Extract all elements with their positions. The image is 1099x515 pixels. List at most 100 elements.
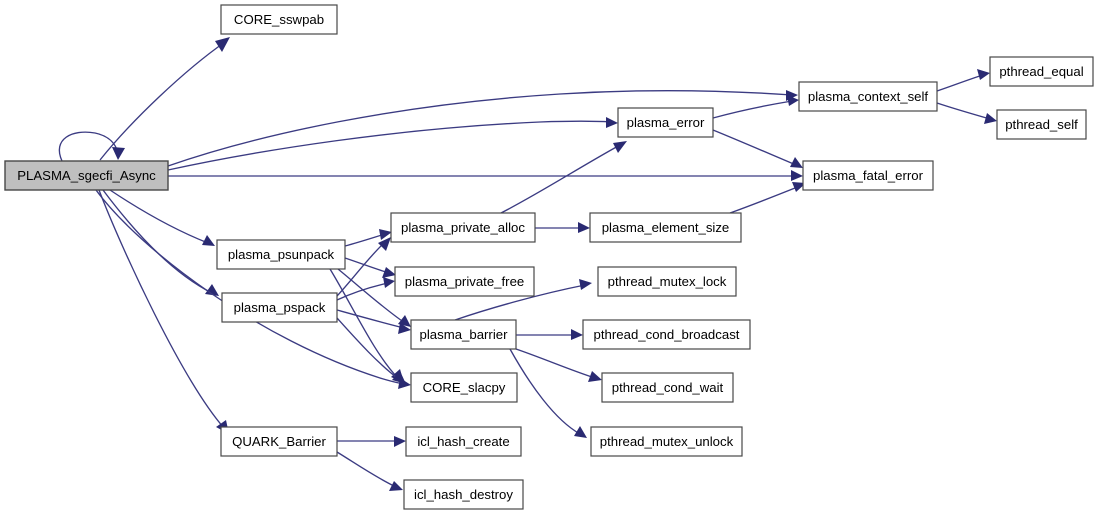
node-box[interactable] [4,160,169,191]
node-box[interactable] [403,479,524,510]
edges-layer [58,37,997,491]
call-edge-plasma_psunpack-to-plasma_private_alloc [344,229,392,247]
edge-line [336,309,405,329]
edge-line [336,282,389,301]
node-pthread_cond_wait[interactable]: pthread_cond_wait [601,372,734,403]
node-box[interactable] [590,426,743,457]
node-label: plasma_error [627,115,705,130]
call-edge-plasma_private_alloc-to-plasma_element_size [535,222,590,233]
node-icl_hash_create[interactable]: icl_hash_create [405,426,522,457]
node-plasma_pspack[interactable]: plasma_pspack [221,292,338,323]
node-plasma_psunpack[interactable]: plasma_psunpack [216,239,346,270]
node-plasma_sgecfi_async[interactable]: PLASMA_sgecfi_Async [4,160,169,191]
edge-line [99,41,226,161]
node-box[interactable] [405,426,522,457]
node-pthread_mutex_unlock[interactable]: pthread_mutex_unlock [590,426,743,457]
node-box[interactable] [390,212,536,243]
edge-line [515,348,596,379]
node-label: pthread_mutex_unlock [600,434,734,449]
arrowhead-icon [205,284,219,296]
node-plasma_private_alloc[interactable]: plasma_private_alloc [390,212,536,243]
edge-line [336,317,401,381]
arrowhead-icon [394,436,406,447]
edge-line [336,241,386,297]
node-box[interactable] [601,372,734,403]
arrowhead-icon [379,229,392,240]
node-box[interactable] [589,212,742,243]
node-label: CORE_sswpab [234,12,324,27]
call-edge-plasma_sgecfi_async-to-plasma_sgecfi_async [58,131,125,162]
edge-line [336,451,397,488]
node-pthread_cond_broadcast[interactable]: pthread_cond_broadcast [582,319,751,350]
call-edge-plasma_barrier-to-pthread_mutex_lock [454,279,592,321]
node-box[interactable] [802,160,934,191]
call-edge-plasma_sgecfi_async-to-plasma_psunpack [109,189,215,246]
arrowhead-icon [579,279,592,290]
call-edge-plasma_private_alloc-to-plasma_error [500,141,627,214]
arrowhead-icon [382,267,396,278]
edge-line [102,189,213,294]
node-core_slacpy[interactable]: CORE_slacpy [410,372,518,403]
node-box[interactable] [410,372,518,403]
edge-line [167,90,793,167]
node-box[interactable] [996,109,1087,140]
node-label: plasma_private_alloc [401,220,525,235]
node-box[interactable] [394,266,535,297]
node-pthread_self[interactable]: pthread_self [996,109,1087,140]
node-core_sswpab[interactable]: CORE_sswpab [220,4,338,35]
edge-line [500,144,621,214]
node-box[interactable] [798,81,938,112]
node-plasma_context_self[interactable]: plasma_context_self [798,81,938,112]
node-icl_hash_destroy[interactable]: icl_hash_destroy [403,479,524,510]
arrowhead-icon [398,323,411,334]
node-pthread_mutex_lock[interactable]: pthread_mutex_lock [597,266,737,297]
node-plasma_fatal_error[interactable]: plasma_fatal_error [802,160,934,191]
edge-line [95,189,405,385]
call-edge-plasma_element_size-to-plasma_fatal_error [729,182,806,214]
node-plasma_error[interactable]: plasma_error [617,107,714,138]
node-plasma_barrier[interactable]: plasma_barrier [410,319,517,350]
edge-line [454,284,586,321]
node-box[interactable] [989,56,1094,87]
call-edge-plasma_sgecfi_async-to-plasma_fatal_error [168,170,803,181]
node-label: plasma_element_size [602,220,730,235]
node-label: pthread_self [1005,117,1078,132]
arrowhead-icon [392,371,406,384]
edge-line [712,100,793,119]
arrowhead-icon [588,371,602,382]
edge-line [167,120,612,171]
node-box[interactable] [597,266,737,297]
node-box[interactable] [582,319,751,350]
call-edge-plasma_barrier-to-pthread_cond_wait [515,348,602,382]
node-quark_barrier[interactable]: QUARK_Barrier [220,426,338,457]
node-box[interactable] [410,319,517,350]
edge-line [109,189,209,244]
arrowhead-icon [389,481,403,491]
arrowhead-icon [215,37,230,52]
node-box[interactable] [216,239,346,270]
node-label: icl_hash_create [417,434,509,449]
arrowhead-icon [112,147,125,160]
arrowhead-icon [574,426,587,438]
arrowhead-icon [787,95,799,106]
call-edge-plasma_error-to-plasma_fatal_error [712,129,803,168]
node-label: pthread_cond_broadcast [594,327,740,342]
call-edge-plasma_sgecfi_async-to-quark_barrier [98,189,229,434]
arrowhead-icon [383,277,395,288]
arrowhead-icon [791,170,803,181]
call-edge-plasma_pspack-to-plasma_private_free [336,277,395,301]
node-box[interactable] [617,107,714,138]
arrowhead-icon [977,69,990,80]
edge-line [936,74,984,92]
node-plasma_private_free[interactable]: plasma_private_free [394,266,535,297]
edge-line [936,102,991,120]
node-box[interactable] [220,426,338,457]
node-box[interactable] [220,4,338,35]
call-edge-plasma_sgecfi_async-to-core_sswpab [99,37,230,161]
node-pthread_equal[interactable]: pthread_equal [989,56,1094,87]
node-box[interactable] [221,292,338,323]
arrowhead-icon [984,113,997,124]
edge-line [329,268,399,379]
node-plasma_element_size[interactable]: plasma_element_size [589,212,742,243]
